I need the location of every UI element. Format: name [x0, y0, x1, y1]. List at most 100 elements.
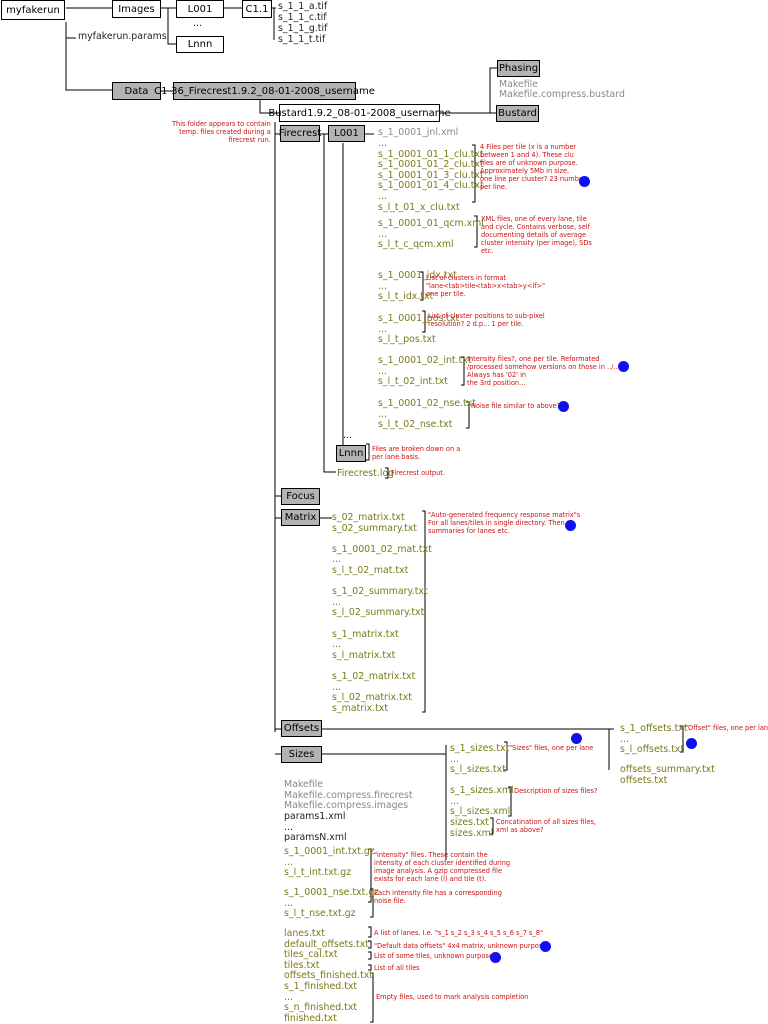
matrix-box[interactable]: Matrix — [281, 509, 320, 526]
file-entry[interactable]: s_l_matrix.txt — [332, 649, 396, 661]
file-entry[interactable]: s_1_0001_01_qcm.xml — [378, 218, 484, 229]
file-entry[interactable]: params1.xml — [284, 811, 346, 822]
file-entry[interactable]: s_l_02_matrix.txt — [332, 692, 412, 704]
note-tiles: List of all tiles — [374, 964, 420, 972]
tif-file-c[interactable]: s_1_1_c.tif — [278, 12, 327, 23]
file-entry[interactable]: s_1_0001_02_int.txt — [378, 355, 472, 366]
bustard-dir-box[interactable]: Bustard1.9.2_08-01-2008_username — [268, 104, 451, 122]
note-line: summaries for lanes etc. — [428, 527, 510, 535]
sizes-box[interactable]: Sizes — [281, 746, 322, 763]
l001-images-box[interactable]: L001 — [176, 0, 224, 18]
offsets-box[interactable]: Offsets — [281, 720, 322, 737]
file-entry[interactable]: sizes.txt — [450, 817, 489, 828]
file-entry[interactable]: finished.txt — [284, 1012, 337, 1024]
tif-file-a[interactable]: s_1_1_a.tif — [278, 1, 328, 12]
qcm-file-list: s_1_0001_01_qcm.xml...s_l_t_c_qcm.xml — [378, 218, 484, 251]
note-line: files are of unknown purpose. — [480, 159, 578, 167]
file-entry[interactable]: lanes.txt — [284, 928, 325, 939]
file-entry[interactable]: s_l_sizes.xml — [450, 806, 511, 818]
file-entry[interactable]: tiles_cal.txt — [284, 949, 338, 961]
file-entry[interactable]: s_1_0001_01_2_clu.txt — [378, 159, 484, 171]
file-entry[interactable]: s_1_0001_01_3_clu.txt — [378, 169, 484, 181]
file-entry[interactable]: s_l_sizes.txt — [450, 764, 506, 776]
file-entry[interactable]: Makefile.compress.images — [284, 800, 409, 812]
myfakerun-box[interactable]: myfakerun — [1, 0, 65, 20]
file-entry[interactable]: s_1_0001_02_mat.txt — [332, 543, 432, 555]
file-entry[interactable]: s_l_t_int.txt.gz — [284, 867, 352, 879]
file-entry[interactable]: s_l_t_02_int.txt — [378, 376, 448, 388]
file-entry[interactable]: s_l_t_01_x_clu.txt — [378, 201, 460, 213]
note-lanes: A list of lanes. I.e. "s_1 s_2 s_3 s_4 s… — [374, 929, 543, 937]
note-line: 4 Files per tile (x is a number — [480, 143, 577, 151]
file-entry[interactable]: tiles.txt — [284, 959, 320, 971]
file-entry[interactable]: s_1_02_matrix.txt — [332, 670, 416, 682]
c11-box[interactable]: C1.1 — [242, 0, 272, 18]
file-entry[interactable]: s_l_t_nse.txt.gz — [284, 908, 356, 920]
file-entry: ... — [332, 596, 341, 608]
params-file[interactable]: myfakerun.params — [78, 31, 167, 42]
lnnn-box[interactable]: Lnnn — [336, 445, 366, 462]
file-entry[interactable]: s_1_matrix.txt — [332, 628, 399, 640]
file-entry[interactable]: s_02_matrix.txt — [332, 512, 405, 523]
note-idx: List of clusters in format"lane<tab>tile… — [426, 274, 545, 298]
file-entry[interactable]: s_l_t_c_qcm.xml — [378, 239, 454, 251]
lnnn-images-box[interactable]: Lnnn — [176, 36, 224, 53]
file-entry[interactable]: offsets_summary.txt — [620, 764, 715, 775]
note-line: List of all tiles — [374, 964, 420, 972]
note-tiles-cal: List of some tiles, unknown purpose — [374, 952, 493, 960]
data-root-params-list: params1.xml...paramsN.xml — [284, 811, 347, 844]
file-entry[interactable]: sizes.xml — [450, 827, 494, 839]
file-entry[interactable]: s_1_sizes.txt — [450, 743, 510, 754]
c136-box[interactable]: C1-36_Firecrest1.9.2_08-01-2008_username — [154, 82, 375, 100]
note-line: "Default data offsets" 4x4 matrix, unkno… — [374, 942, 547, 950]
file-entry[interactable]: s_1_finished.txt — [284, 980, 358, 992]
file-entry[interactable]: default_offsets.txt — [284, 938, 369, 950]
file-entry[interactable]: s_l_02_summary.txt — [332, 607, 425, 619]
file-entry: ... — [284, 897, 293, 909]
bustard-box[interactable]: Bustard — [496, 105, 539, 122]
file-entry[interactable]: s_1_0001_01_4_clu.txt — [378, 180, 484, 192]
file-entry[interactable]: s_1_02_summary.txt — [332, 586, 428, 598]
tif-file-g[interactable]: s_1_1_g.tif — [278, 23, 328, 34]
file-entry[interactable]: s_l_t_02_nse.txt — [378, 419, 453, 431]
phasing-box[interactable]: Phasing — [497, 60, 540, 77]
file-entry[interactable]: s_1_sizes.xml — [450, 785, 514, 796]
file-entry[interactable]: s_1_0001_pos.txt — [378, 313, 460, 324]
file-entry[interactable]: offsets.txt — [620, 774, 668, 786]
jnl-file[interactable]: s_1_0001_jnl.xml — [378, 127, 459, 138]
file-entry[interactable]: s_1_0001_02_nse.txt — [378, 398, 476, 409]
blue-dot-marker — [540, 941, 551, 952]
note-offsets: "Offset" files, one per lane — [685, 724, 768, 732]
note-line: Firecrest output. — [391, 469, 445, 477]
blue-dot-marker — [571, 733, 582, 744]
file-entry[interactable]: s_1_0001_nse.txt.gz — [284, 887, 380, 898]
file-entry[interactable]: s_l_t_02_mat.txt — [332, 564, 409, 576]
tif-file-t[interactable]: s_1_1_t.tif — [278, 34, 326, 45]
file-entry[interactable]: s_l_offsets.txt — [620, 744, 685, 756]
file-entry[interactable]: s_1_0001_int.txt.gz — [284, 846, 375, 857]
file-entry[interactable]: s_l_t_pos.txt — [378, 334, 436, 346]
images-box[interactable]: Images — [112, 0, 161, 18]
file-entry[interactable]: s_02_summary.txt — [332, 522, 417, 534]
file-entry[interactable]: Makefile.compress.firecrest — [284, 789, 413, 801]
makefile-compress-bustard[interactable]: Makefile.compress.bustard — [499, 89, 625, 100]
file-entry[interactable]: paramsN.xml — [284, 832, 347, 844]
file-entry[interactable]: s_n_finished.txt — [284, 1002, 358, 1014]
file-entry[interactable]: s_matrix.txt — [332, 702, 389, 714]
l001-box[interactable]: L001 — [328, 125, 365, 142]
file-entry[interactable]: Makefile — [284, 779, 323, 790]
file-entry[interactable]: s_1_0001_01_1_clu.txt — [378, 148, 484, 160]
file-entry[interactable]: s_l_t_idx.txt — [378, 291, 434, 303]
file-entry[interactable]: s_1_0001_idx.txt — [378, 270, 457, 281]
focus-box[interactable]: Focus — [281, 488, 320, 505]
makefile-phasing[interactable]: Makefile — [499, 79, 538, 90]
note-int: Intensity files?, one per tile. Reformat… — [467, 355, 623, 387]
file-entry[interactable]: offsets_finished.txt — [284, 970, 373, 982]
file-entry[interactable]: s_1_offsets.txt — [620, 723, 688, 734]
firecrest-log-file[interactable]: Firecrest.log — [337, 468, 395, 479]
firecrest-box[interactable]: Firecrest — [279, 125, 321, 142]
data-box[interactable]: Data — [112, 82, 161, 100]
